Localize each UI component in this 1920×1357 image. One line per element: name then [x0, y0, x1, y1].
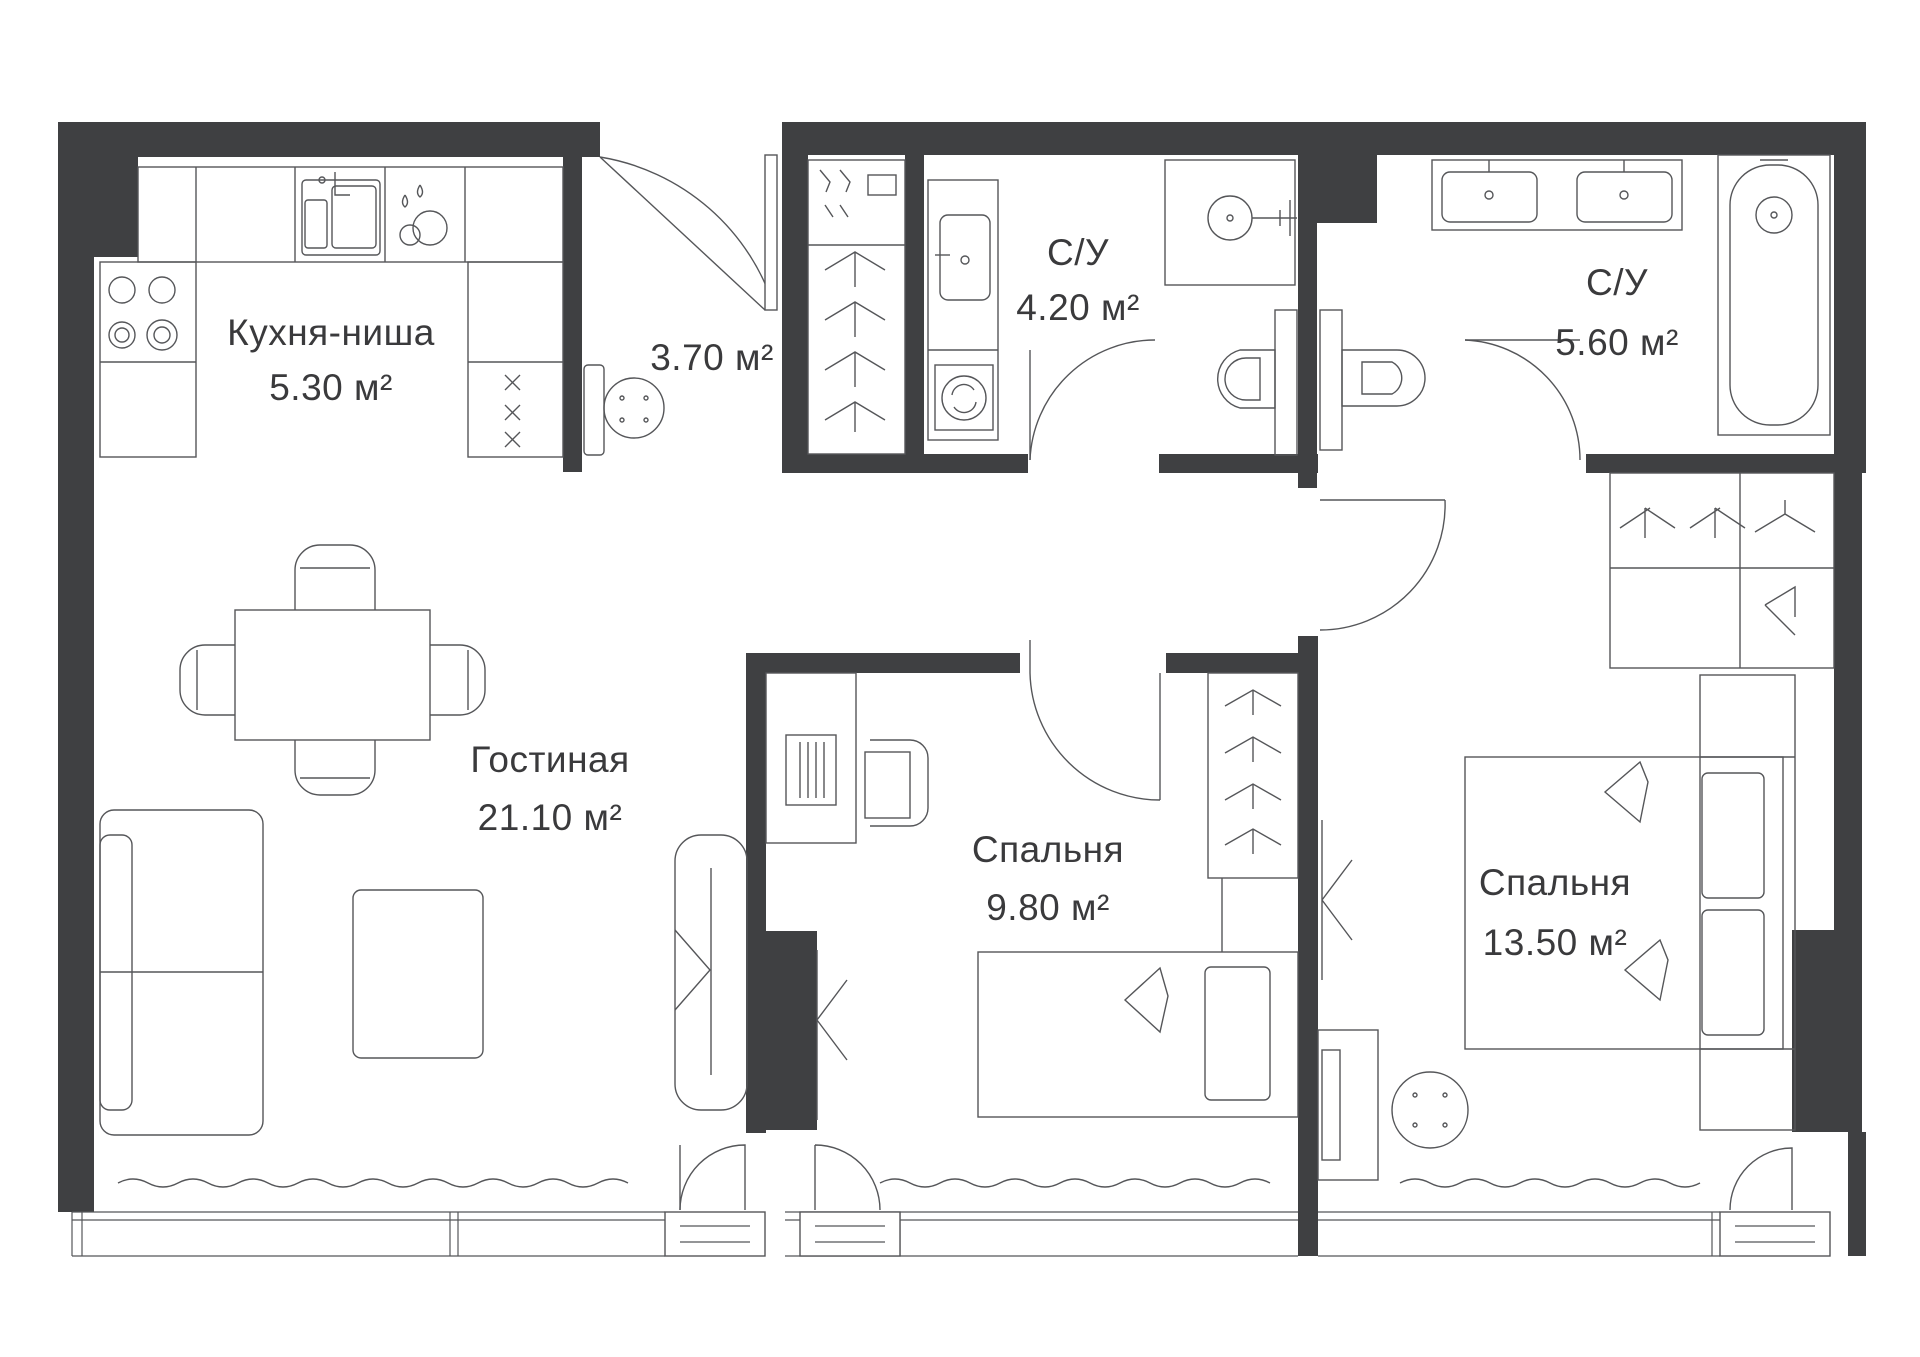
coffee-table: [352, 889, 484, 1059]
toilet-icon: [1341, 349, 1426, 407]
entrance-door[interactable]: [599, 156, 766, 311]
wall-bed-top-left: [746, 653, 1020, 673]
room-name-bathroom-1: С/У: [1047, 232, 1109, 273]
windows: [71, 1211, 1831, 1257]
sink-icon: [301, 179, 381, 256]
dining-chair: [294, 544, 376, 610]
washing-machine-cabinet: [927, 179, 999, 441]
shower-drain-icon: [1207, 195, 1253, 241]
dishwasher-icon: [412, 210, 448, 246]
wall-bath2-bottom: [1586, 454, 1866, 473]
small-bedroom-furniture: [765, 672, 1299, 1120]
pouf-icon: [1391, 1071, 1469, 1149]
desk: [765, 672, 857, 844]
curtain-bedroom-large: [1399, 1178, 1701, 1188]
wall-top-right: [782, 122, 1866, 155]
balcony-door-living[interactable]: [664, 1211, 766, 1257]
bathtub-icon: [1717, 154, 1831, 436]
curtains: [117, 1178, 1701, 1188]
hall-wardrobe: [807, 159, 906, 455]
oven-icon: [504, 374, 521, 448]
room-name-bedroom-small: Спальня: [972, 829, 1124, 870]
closet-door: [816, 950, 848, 1120]
kitchen-furniture: [99, 166, 564, 458]
balcony-door-master[interactable]: [1719, 1211, 1831, 1257]
single-bed: [977, 951, 1299, 1118]
kitchen-cabinet-right: [467, 261, 564, 458]
dining-table: [234, 609, 431, 741]
laptop-icon: [785, 734, 837, 806]
stove-burner-icon: [108, 276, 136, 304]
dresser: [1317, 1029, 1379, 1181]
wall-bath1-right: [1298, 155, 1317, 473]
pouf-icon: [603, 377, 665, 439]
door-balcony-bedroom[interactable]: [814, 1144, 881, 1211]
curtain-living: [117, 1178, 629, 1188]
hanger-icon: [1224, 689, 1282, 715]
doors: [599, 154, 1793, 1211]
room-area-kitchen: 5.30 м²: [269, 367, 393, 408]
wall-shaft: [1317, 155, 1377, 223]
room-area-bathroom-1: 4.20 м²: [1016, 287, 1140, 328]
wall-right-pier: [1792, 930, 1862, 1132]
toilet-tank: [1274, 309, 1298, 456]
wardrobe: [1207, 672, 1299, 879]
room-labels: Кухня-ниша 5.30 м² 3.70 м² С/У 4.20 м² С…: [227, 232, 1679, 963]
office-chair: [870, 739, 929, 827]
room-name-bedroom-large: Спальня: [1479, 862, 1631, 903]
room-area-bathroom-2: 5.60 м²: [1555, 322, 1679, 363]
wall-right-upper: [1834, 122, 1866, 472]
hanger-icon: [1619, 507, 1676, 538]
wall-bath1-bottom-left: [806, 454, 1028, 473]
room-area-living: 21.10 м²: [478, 797, 623, 838]
wall-hall-vertical: [782, 155, 808, 473]
wall-right-end: [1848, 1132, 1866, 1256]
bathroom-2-fixtures: [1319, 154, 1831, 451]
door-balcony-living[interactable]: [679, 1144, 746, 1211]
kitchen-counter-left: [99, 261, 197, 458]
toilet-icon: [1216, 349, 1276, 409]
wall-bath1-bottom-right: [1159, 454, 1318, 473]
wall-bed-left-pier: [746, 931, 817, 1130]
door-balcony-master[interactable]: [1729, 1147, 1793, 1211]
wall-wardrobe-divider: [905, 155, 924, 473]
room-area-hall: 3.70 м²: [650, 337, 774, 378]
hall-furniture: [583, 159, 906, 456]
balcony-door-bedroom[interactable]: [799, 1211, 901, 1257]
closet-door: [1321, 820, 1353, 980]
vanity-double: [1431, 159, 1683, 231]
living-room-furniture: [99, 544, 748, 1136]
kitchen-counter-top: [137, 166, 564, 263]
tv-stand: [674, 834, 748, 1111]
room-area-bedroom-small: 9.80 м²: [986, 887, 1110, 928]
master-bedroom-furniture: [1317, 472, 1835, 1181]
wall-top-left: [58, 122, 600, 157]
column-kitchen: [94, 157, 138, 257]
shoes-icon: [819, 169, 851, 218]
sink-icon: [939, 214, 991, 301]
wall-bed-top-right: [1166, 653, 1316, 673]
room-area-bedroom-large: 13.50 м²: [1483, 922, 1628, 963]
room-name-bathroom-2: С/У: [1586, 262, 1648, 303]
wall-right-lower: [1834, 472, 1862, 932]
double-bed: [1464, 756, 1784, 1050]
sink-icon: [1441, 171, 1538, 223]
shower-tray: [1164, 159, 1296, 286]
wall-left: [58, 122, 94, 1212]
wall-shaft-stub: [1298, 454, 1317, 488]
curtain-bedroom-small: [879, 1178, 1271, 1188]
room-name-living: Гостиная: [470, 739, 629, 780]
wall-between-bedrooms: [1298, 636, 1318, 1256]
hanger-icon: [824, 251, 886, 287]
washing-machine-icon: [934, 364, 994, 431]
room-name-kitchen: Кухня-ниша: [227, 312, 435, 353]
bathroom-1-fixtures: [927, 159, 1298, 456]
walls: [58, 122, 1866, 1256]
wall-kitchen-right: [563, 157, 582, 472]
wardrobe: [1609, 472, 1835, 669]
